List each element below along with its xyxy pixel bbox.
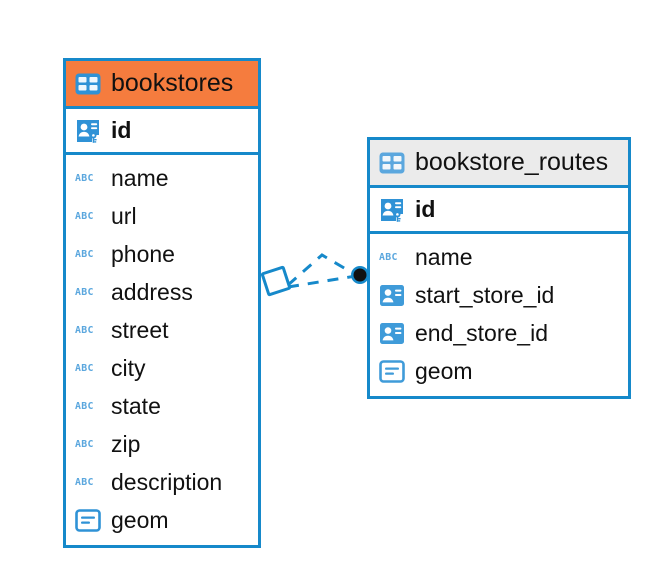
- field-label: street: [111, 316, 169, 343]
- field-label-id: id: [111, 117, 132, 143]
- field-label: geom: [415, 357, 473, 384]
- field-label: start_store_id: [415, 281, 555, 308]
- svg-text:ABC: ABC: [75, 325, 94, 336]
- relationship-link-lower[interactable]: [287, 274, 357, 289]
- abc-text-icon: ABC: [75, 284, 101, 300]
- field-label: geom: [111, 506, 169, 533]
- abc-text-icon: ABC: [75, 360, 101, 376]
- entity-title-bookstores: bookstores: [111, 69, 234, 97]
- field-row-zip[interactable]: ABC zip: [66, 425, 258, 463]
- svg-text:ABC: ABC: [75, 401, 94, 412]
- field-label: url: [111, 202, 137, 229]
- field-row-primary-key[interactable]: id: [370, 188, 628, 234]
- svg-text:ABC: ABC: [75, 249, 94, 260]
- svg-text:ABC: ABC: [379, 252, 398, 263]
- abc-text-icon: ABC: [75, 436, 101, 452]
- svg-text:ABC: ABC: [75, 173, 94, 184]
- primary-key-icon: [75, 118, 101, 144]
- abc-text-icon: ABC: [75, 246, 101, 262]
- table-icon: [379, 152, 405, 174]
- relationship-link-upper[interactable]: [287, 253, 357, 287]
- field-row-street[interactable]: ABC street: [66, 311, 258, 349]
- field-label: description: [111, 468, 223, 495]
- abc-text-icon: ABC: [75, 170, 101, 186]
- field-row-url[interactable]: ABC url: [66, 197, 258, 235]
- field-label: name: [415, 243, 473, 270]
- field-label: end_store_id: [415, 319, 548, 346]
- field-row-primary-key[interactable]: id: [66, 109, 258, 155]
- geometry-icon: [75, 508, 101, 532]
- abc-text-icon: ABC: [75, 398, 101, 414]
- diamond-endpoint-icon[interactable]: [260, 265, 292, 297]
- geometry-icon: [379, 359, 405, 383]
- field-label: state: [111, 392, 161, 419]
- field-list-bookstore-routes: ABC name start_store_id: [370, 234, 628, 396]
- entity-table-bookstore-routes[interactable]: bookstore_routes id: [367, 137, 631, 399]
- primary-key-icon: [379, 197, 405, 223]
- field-row-description[interactable]: ABC description: [66, 463, 258, 501]
- svg-text:ABC: ABC: [75, 439, 94, 450]
- field-label: zip: [111, 430, 141, 457]
- field-row-state[interactable]: ABC state: [66, 387, 258, 425]
- field-label: city: [111, 354, 146, 381]
- field-label: name: [111, 164, 169, 191]
- table-icon: [75, 73, 101, 95]
- field-row-end-store-id[interactable]: end_store_id: [370, 314, 628, 352]
- field-label-id: id: [415, 196, 436, 222]
- foreign-key-icon: [379, 284, 405, 307]
- field-row-geom[interactable]: geom: [370, 352, 628, 390]
- field-label: phone: [111, 240, 175, 267]
- field-row-name[interactable]: ABC name: [370, 238, 628, 276]
- svg-text:ABC: ABC: [75, 287, 94, 298]
- entity-title-bookstore-routes: bookstore_routes: [415, 148, 609, 176]
- abc-text-icon: ABC: [379, 249, 405, 265]
- field-row-phone[interactable]: ABC phone: [66, 235, 258, 273]
- svg-text:ABC: ABC: [75, 363, 94, 374]
- svg-text:ABC: ABC: [75, 477, 94, 488]
- entity-table-bookstores[interactable]: bookstores id: [63, 58, 261, 548]
- entity-header-bookstore-routes[interactable]: bookstore_routes: [370, 140, 628, 188]
- field-row-name[interactable]: ABC name: [66, 159, 258, 197]
- abc-text-icon: ABC: [75, 208, 101, 224]
- abc-text-icon: ABC: [75, 474, 101, 490]
- field-row-start-store-id[interactable]: start_store_id: [370, 276, 628, 314]
- foreign-key-icon: [379, 322, 405, 345]
- field-row-geom[interactable]: geom: [66, 501, 258, 539]
- field-row-city[interactable]: ABC city: [66, 349, 258, 387]
- field-label: address: [111, 278, 193, 305]
- field-list-bookstores: ABC name ABC url ABC p: [66, 155, 258, 545]
- abc-text-icon: ABC: [75, 322, 101, 338]
- svg-text:ABC: ABC: [75, 211, 94, 222]
- field-row-address[interactable]: ABC address: [66, 273, 258, 311]
- entity-header-bookstores[interactable]: bookstores: [66, 61, 258, 109]
